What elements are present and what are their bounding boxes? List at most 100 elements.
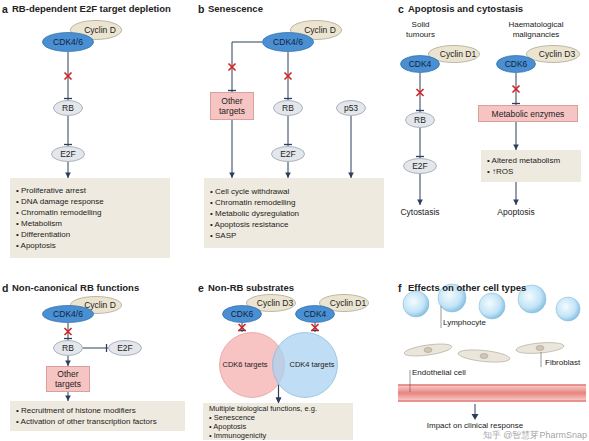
node-shape	[43, 33, 94, 52]
block-cross	[285, 73, 292, 80]
leader-line	[441, 306, 442, 328]
node-text: • Senescence	[209, 413, 255, 422]
node-text: • Differentiation	[16, 229, 70, 240]
endothelial-band	[398, 384, 586, 402]
inhibition-connector	[416, 128, 424, 158]
target-box: Metabolic enzymes	[478, 105, 578, 122]
panel-letter: c	[398, 3, 408, 15]
arrow-connector	[65, 392, 71, 401]
cell-label: Fibroblast	[545, 358, 589, 368]
node-shape	[527, 46, 580, 63]
arrow-connector	[65, 356, 71, 366]
node-text: E2F	[280, 149, 296, 159]
block-cross	[513, 86, 520, 93]
connector-line	[288, 162, 289, 178]
protein-ellipse: E2F	[108, 340, 142, 356]
inhibition-bar	[64, 144, 72, 145]
node-text: E2F	[60, 149, 76, 159]
node-text: RB	[62, 343, 74, 353]
outcome-text: Cytostasis	[390, 205, 450, 219]
block-cross	[312, 324, 319, 331]
arrow-head	[513, 200, 519, 206]
arrow-head	[65, 173, 71, 179]
panel-heading: RB-dependent E2F target depletion	[12, 3, 197, 15]
node-shape	[273, 333, 338, 398]
connector-line	[68, 116, 69, 146]
panel-heading: Non-RB substrates	[208, 282, 393, 294]
arrow-head	[276, 398, 282, 404]
node-text: • Apoptosis	[16, 240, 56, 251]
inhibition-bar	[416, 156, 424, 157]
protein-ellipse: RB	[53, 340, 83, 356]
outcome-box: • Cell cycle withdrawal• Chromatin remod…	[204, 178, 384, 248]
node-shape	[54, 101, 83, 116]
node-shape	[406, 113, 435, 128]
cell-label: Endothelial cell	[412, 368, 492, 378]
fibroblast-cells	[404, 341, 565, 364]
inhibition-connector	[64, 323, 72, 340]
connector-line	[68, 392, 69, 401]
node-text: Cyclin D3	[257, 298, 293, 308]
node-text: RB	[414, 115, 426, 125]
node-text: p53	[344, 103, 358, 113]
panel-heading: Senescence	[208, 3, 393, 15]
node-shape	[337, 101, 366, 116]
connector-line	[83, 348, 108, 349]
inhibition-connector	[64, 116, 72, 146]
inhibition-bar	[64, 98, 72, 99]
connector-line	[232, 42, 262, 92]
connector-line	[242, 323, 243, 332]
inhibition-connector	[284, 52, 292, 100]
arrow-head	[348, 173, 354, 179]
kinase-ellipse: CDK4/6	[262, 32, 314, 52]
node-shape	[54, 341, 83, 356]
connector-line	[351, 116, 352, 178]
protein-ellipse: E2F	[403, 158, 437, 174]
connector-line	[420, 128, 421, 158]
target-circle: CDK4 targets	[272, 332, 338, 398]
node-text: Cytostasis	[400, 207, 439, 217]
outcome-box: • Recruitment of histone modifiers• Acti…	[10, 401, 185, 431]
node-text: • Recruitment of histone modifiers	[16, 405, 136, 416]
protein-ellipse: RB	[273, 100, 303, 116]
outcome-text: Apoptosis	[486, 205, 546, 219]
panel-letter: a	[2, 3, 12, 15]
outcome-box: • Altered metabolism• ↑ROS	[481, 150, 581, 182]
arrow-head	[285, 173, 291, 179]
arrow-connector	[348, 116, 354, 178]
node-shape	[296, 306, 335, 323]
inhibition-connector	[416, 73, 424, 112]
arrow-head	[417, 200, 423, 206]
arrow-head	[276, 398, 282, 404]
inhibition-bar	[311, 330, 319, 331]
inhibition-bar	[284, 144, 292, 145]
node-text: • Metabolic dysregulation	[210, 208, 299, 219]
node-text: • Chromatin remodelling	[16, 207, 102, 218]
arrow-connector	[276, 385, 282, 403]
inhibition-connector	[311, 323, 319, 332]
kinase-ellipse: CDK4	[295, 305, 335, 323]
block-cross	[239, 324, 246, 331]
target-box: Other targets	[46, 366, 90, 392]
connector-line	[516, 182, 517, 205]
node-text: • Metabolism	[16, 218, 62, 229]
inhibition-connector	[228, 42, 262, 92]
protein-ellipse: E2F	[271, 146, 305, 162]
node-text: Apoptosis	[497, 207, 534, 217]
kinase-ellipse: CDK4/6	[42, 305, 94, 323]
block-cross	[229, 64, 236, 71]
caption-text: Solid tumours	[398, 20, 443, 40]
node-shape	[43, 306, 94, 323]
node-text: • ↑ROS	[487, 166, 513, 177]
node-text: Cyclin D	[304, 25, 336, 35]
node-shape	[109, 341, 142, 356]
node-text: • Cell cycle withdrawal	[210, 186, 289, 197]
arrow-connector	[285, 162, 291, 178]
impact-arrow	[472, 404, 479, 420]
block-cross	[513, 86, 520, 93]
node-shape	[274, 101, 303, 116]
node-shape	[263, 33, 314, 52]
inhibition-bar	[228, 90, 236, 91]
